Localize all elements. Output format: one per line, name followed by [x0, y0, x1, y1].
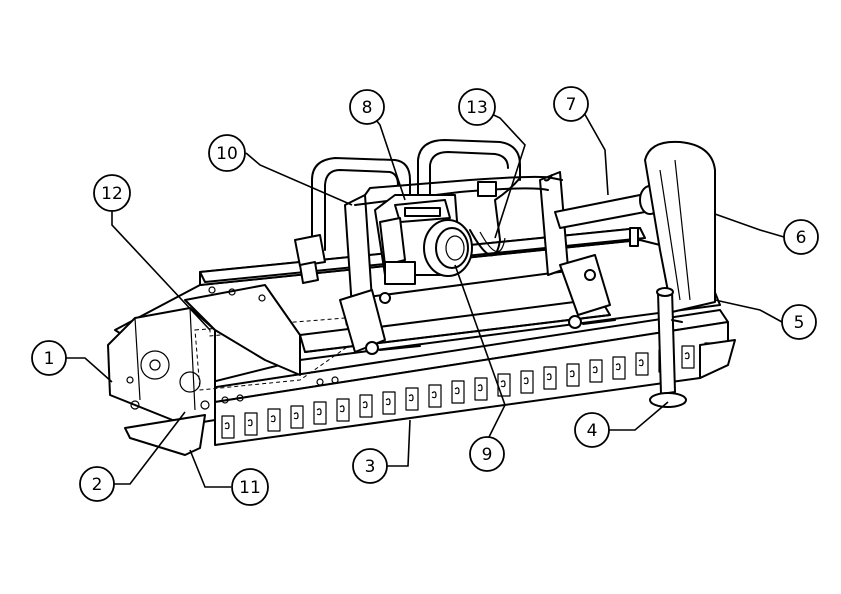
- lower-hitch-pin-left: [365, 341, 379, 355]
- housing-bolts: [221, 376, 339, 404]
- parking-stand-foot: [649, 392, 687, 408]
- callout-13: 13: [458, 88, 496, 126]
- hydraulic-hose: [469, 177, 521, 257]
- left-mount-plate: [184, 284, 301, 376]
- callout-1: 1: [31, 340, 67, 376]
- belt-pulley-hub: [149, 359, 161, 371]
- right-arch: [417, 139, 521, 196]
- left-arch: [311, 157, 411, 251]
- leader-lines: [66, 106, 785, 488]
- gearbox-base: [384, 261, 416, 285]
- callout-7-label: 7: [566, 95, 577, 115]
- left-side-plate-edge: [134, 307, 196, 411]
- callout-6: 6: [783, 219, 819, 255]
- hose-fitting: [477, 181, 497, 197]
- callout-3-label: 3: [365, 457, 376, 477]
- callout-11: 11: [231, 468, 269, 506]
- callout-2: 2: [79, 466, 115, 502]
- drive-shaft: [554, 194, 646, 229]
- callout-11-label: 11: [239, 478, 261, 498]
- callout-9-label: 9: [482, 445, 493, 465]
- callout-1-label: 1: [44, 349, 55, 369]
- top-arch: [544, 174, 553, 182]
- flail-blades: [221, 342, 718, 439]
- callout-7: 7: [553, 86, 589, 122]
- belt-pulley: [140, 350, 170, 380]
- callout-2-label: 2: [92, 475, 103, 495]
- parking-stand-tube: [657, 289, 676, 395]
- callout-5-label: 5: [794, 313, 805, 333]
- callout-10: 10: [208, 134, 246, 172]
- callout-5: 5: [781, 304, 817, 340]
- callout-8: 8: [349, 89, 385, 125]
- flail-blade-marks: [224, 352, 690, 430]
- left-side-plate: [107, 307, 216, 426]
- callout-10-label: 10: [216, 144, 238, 164]
- side-bearing: [179, 371, 201, 393]
- callout-12: 12: [93, 174, 131, 212]
- gearbox-side: [379, 217, 406, 266]
- callout-6-label: 6: [796, 228, 807, 248]
- callout-13-label: 13: [466, 98, 488, 118]
- callout-8-label: 8: [362, 98, 373, 118]
- callout-9: 9: [469, 436, 505, 472]
- gearbox-cap: [404, 207, 441, 217]
- callout-4-label: 4: [587, 421, 598, 441]
- left-hitch-bracket: [339, 289, 386, 353]
- callout-12-label: 12: [101, 184, 123, 204]
- left-skid: [124, 414, 206, 456]
- lower-hitch-pin-right: [568, 315, 582, 329]
- right-skid: [699, 339, 736, 379]
- callout-3: 3: [352, 448, 388, 484]
- front-arch: [364, 175, 563, 196]
- right-hitch-bracket: [559, 254, 611, 316]
- machine-drawing: [107, 139, 736, 456]
- callout-4: 4: [574, 412, 610, 448]
